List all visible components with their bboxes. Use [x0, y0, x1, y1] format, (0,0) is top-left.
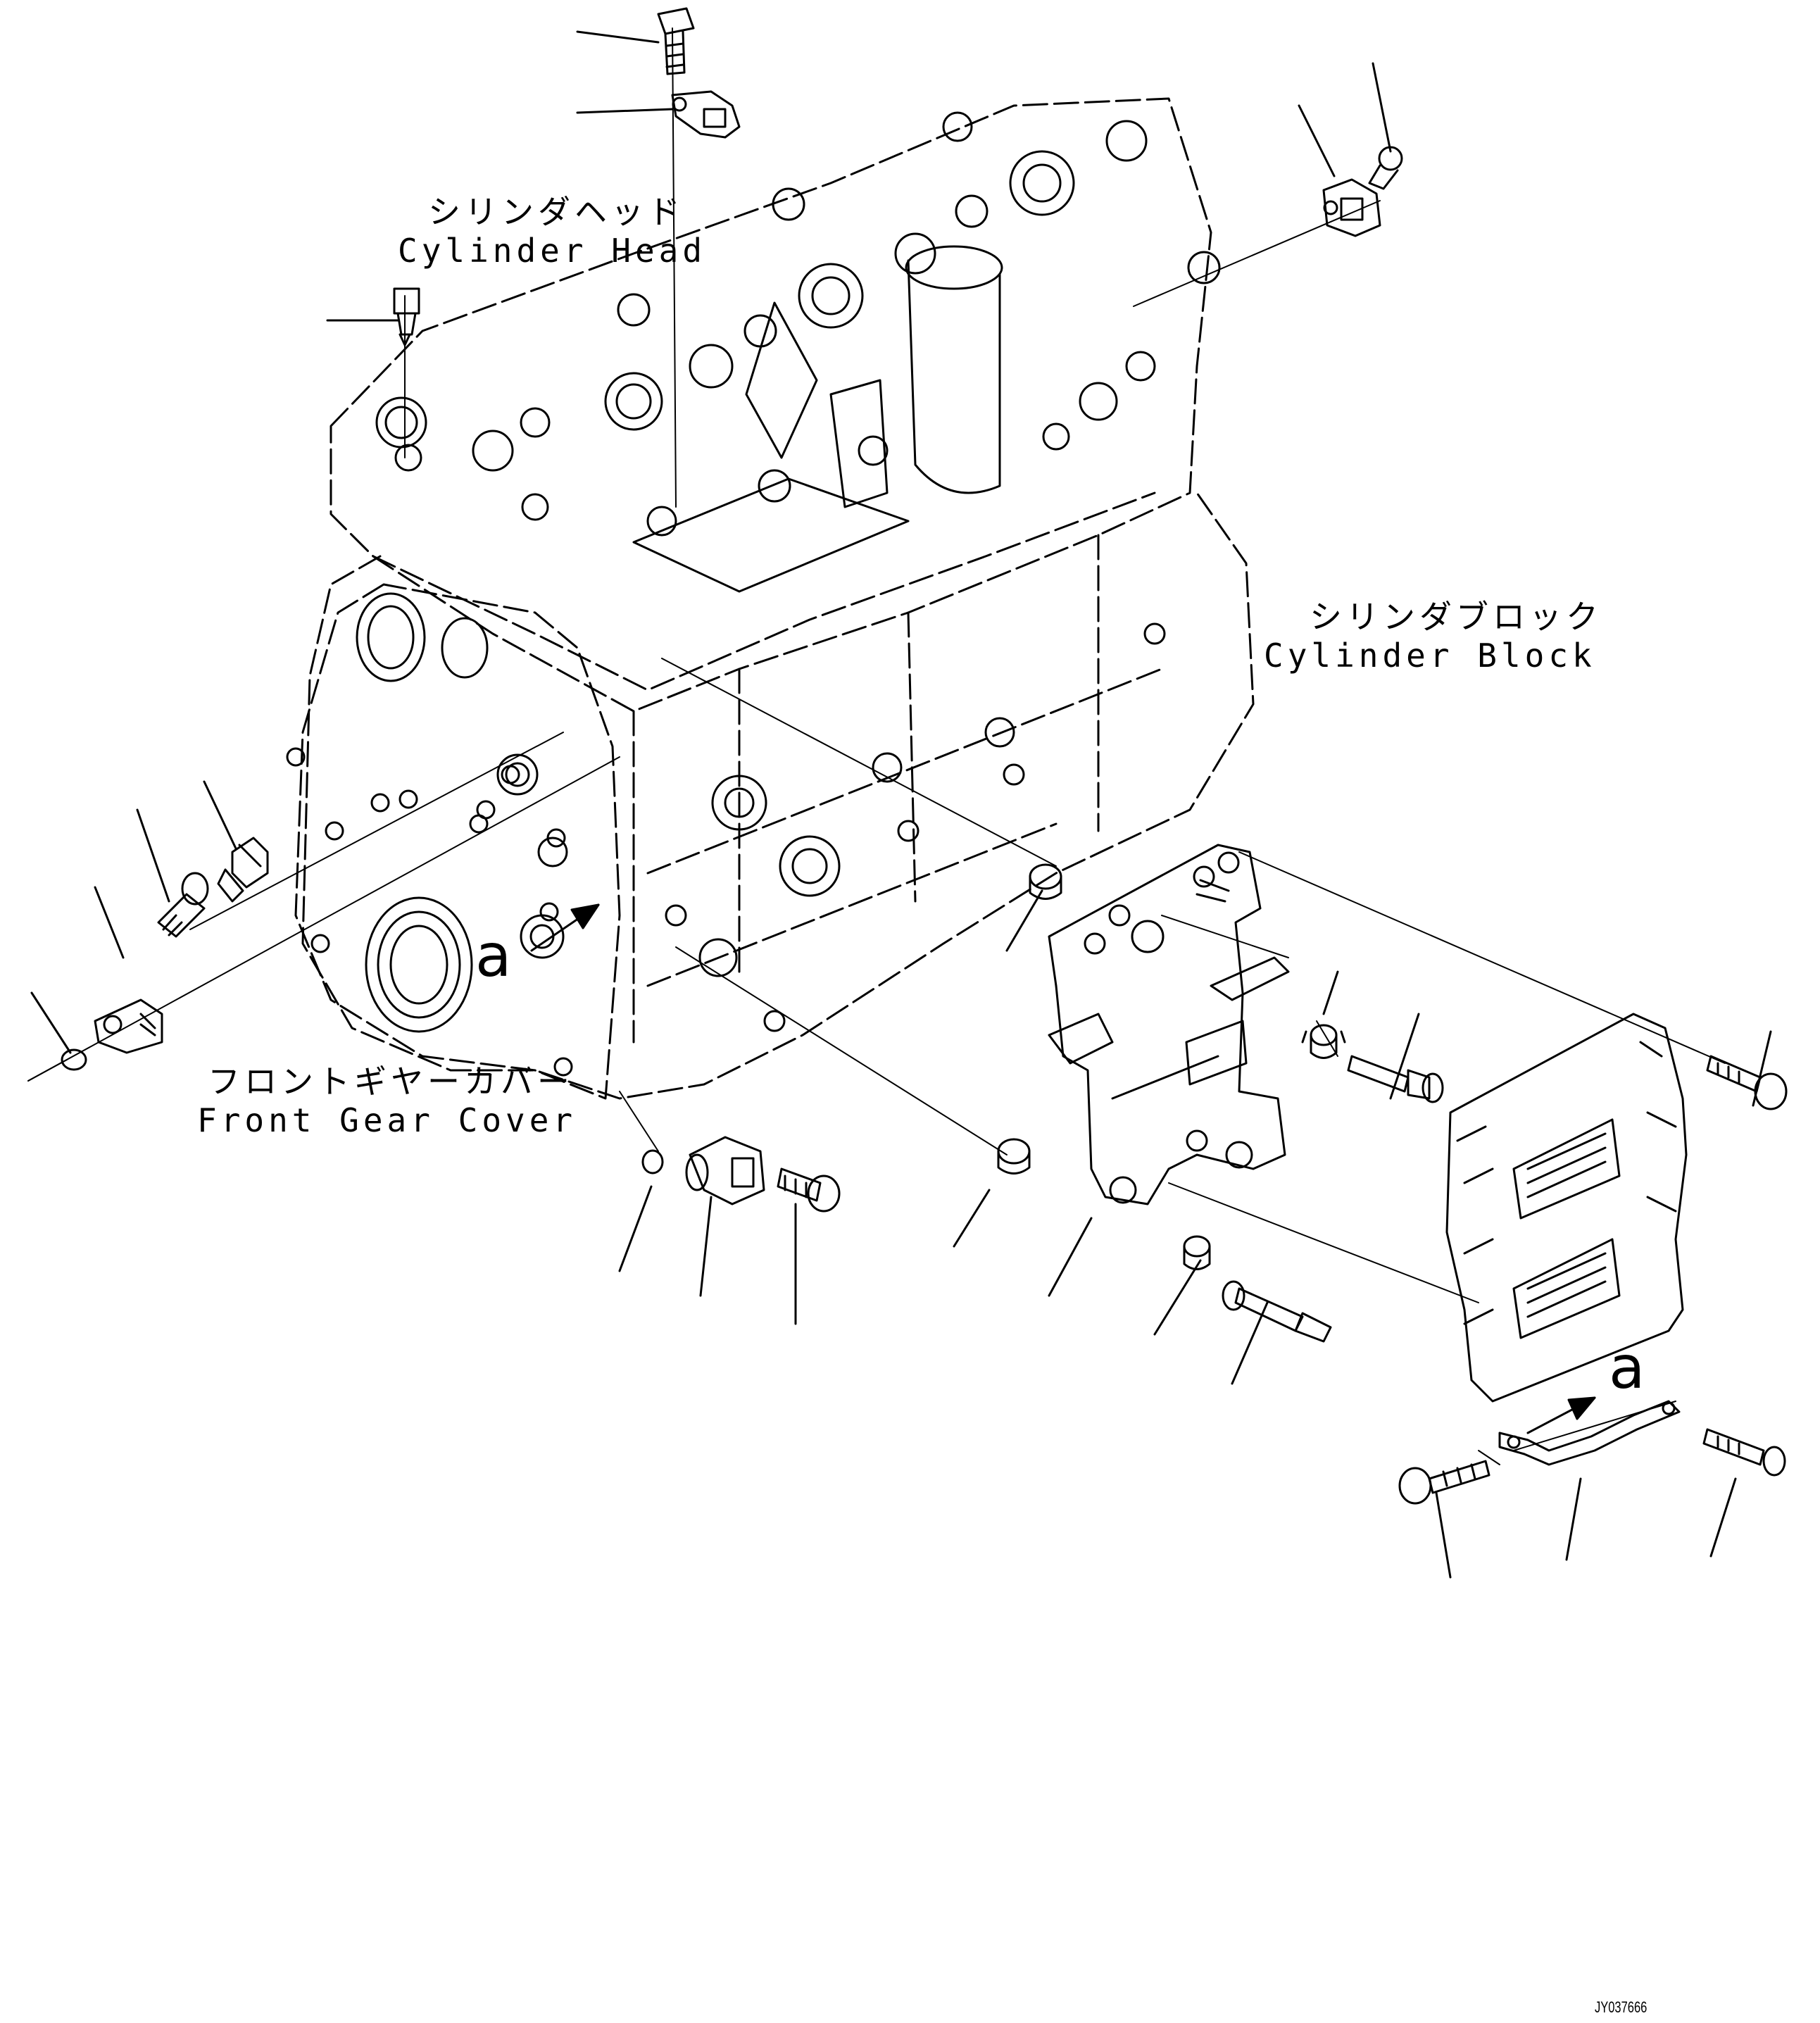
bolt-bottom	[777, 1167, 841, 1213]
assembly-lines	[27, 27, 1726, 1465]
front-gear-cover-label-en: Front Gear Cover	[197, 1101, 577, 1139]
o-ring-bottom	[641, 1149, 664, 1175]
ground-strap	[1498, 1400, 1681, 1466]
callout-leaders	[30, 30, 1772, 1579]
view-arrow-right	[1526, 1396, 1596, 1434]
bolt-middle-upper	[1347, 1055, 1444, 1103]
strap-bolt-right	[1702, 1428, 1786, 1477]
pressure-sensor-left	[217, 837, 269, 903]
cylinder-block-label-jp: シリンダブロック	[1310, 598, 1602, 636]
o-ring-left	[61, 1048, 87, 1071]
temp-sensor	[393, 287, 420, 346]
cylinder-head-label-jp: シリンダヘッド	[428, 193, 684, 231]
strap-bolt-left	[1398, 1460, 1490, 1505]
engine-block-outline	[294, 97, 1255, 1100]
cylinder-block-label-en: Cylinder Block	[1264, 637, 1596, 675]
spacer-top	[1029, 863, 1062, 900]
bolt-middle-lower	[1222, 1280, 1332, 1343]
grommet-upper	[1301, 1024, 1346, 1059]
crank-sensor-left	[94, 998, 163, 1054]
bolt-left	[157, 872, 209, 938]
grommet-lower	[1183, 1235, 1211, 1270]
drawing-code: JY037666	[1595, 1998, 1648, 2016]
spacer-bottom	[997, 1138, 1031, 1175]
engine-block-details	[286, 111, 1221, 1077]
sensor-upper-right	[1322, 178, 1381, 237]
top-bolt	[657, 7, 695, 75]
cylinder-head-label-en: Cylinder Head	[398, 232, 707, 270]
view-arrow-left	[530, 903, 600, 952]
view-marker-right: a	[1609, 1333, 1645, 1402]
cam-sensor-top	[671, 90, 741, 139]
cam-sensor-bottom	[685, 1136, 765, 1205]
view-marker-left: a	[475, 921, 512, 990]
ecm-bracket	[1048, 844, 1290, 1205]
front-gear-cover-label-jp: フロントギヤーカバー	[208, 1063, 574, 1101]
torx-screw	[1368, 146, 1403, 190]
ecm-controller	[1445, 1013, 1688, 1403]
bolt-right-upper	[1706, 1055, 1788, 1110]
